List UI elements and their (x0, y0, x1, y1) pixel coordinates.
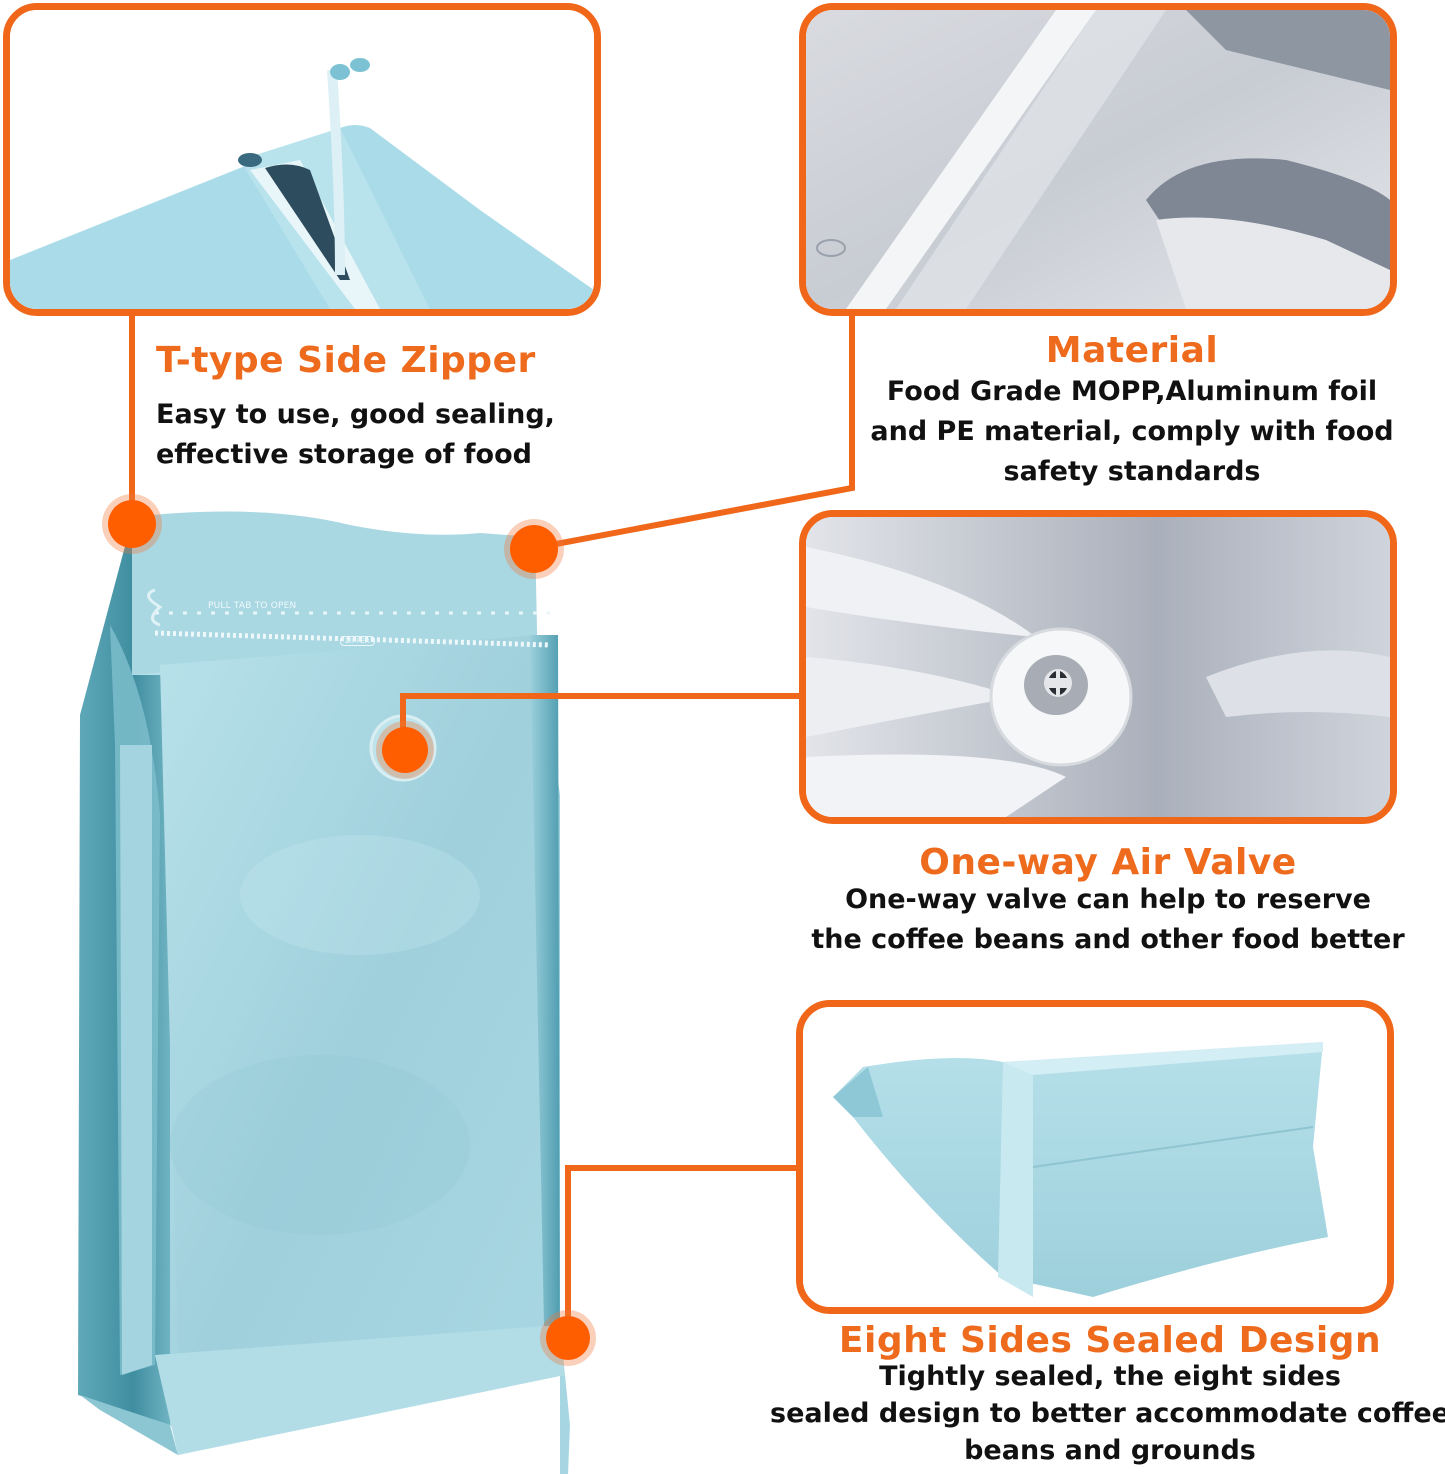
feature-desc-line: sealed design to better accommodate coff… (770, 1398, 1445, 1429)
hotspot-valve[interactable] (382, 727, 428, 773)
feature-desc-line: One-way valve can help to reserve (845, 884, 1371, 915)
feature-title-sealed: Eight Sides Sealed Design (838, 1320, 1382, 1361)
material-detail-image (806, 10, 1390, 309)
valve-detail-image (806, 517, 1390, 817)
feature-desc-sealed: Tightly sealed, the eight sides sealed d… (760, 1358, 1445, 1469)
hotspot-sealed[interactable] (546, 1316, 590, 1360)
feature-desc-line: Food Grade MOPP,Aluminum foil (886, 376, 1378, 407)
feature-title-zipper: T-type Side Zipper (156, 340, 536, 381)
feature-desc-material: Food Grade MOPP,Aluminum foil and PE mat… (832, 372, 1432, 492)
feature-desc-line: Easy to use, good sealing, (156, 399, 555, 430)
feature-desc-line: safety standards (1003, 456, 1261, 487)
hotspot-material[interactable] (510, 525, 558, 573)
feature-title-material: Material (1045, 330, 1219, 371)
zipper-brand-label: ZIPPER (340, 636, 375, 646)
hotspot-zipper[interactable] (108, 500, 156, 548)
feature-desc-valve: One-way valve can help to reserve the co… (808, 880, 1408, 960)
feature-title-valve: One-way Air Valve (919, 842, 1297, 883)
feature-desc-line: effective storage of food (156, 439, 532, 470)
feature-desc-zipper: Easy to use, good sealing, effective sto… (156, 395, 555, 475)
feature-desc-line: the coffee beans and other food better (811, 924, 1405, 955)
coffee-bag-illustration: PULL TAB TO OPEN ZIPPER (60, 495, 620, 1474)
sealed-detail-image (803, 1007, 1387, 1307)
valve-detail-panel (799, 510, 1397, 824)
sealed-detail-panel (796, 1000, 1394, 1314)
feature-desc-line: and PE material, comply with food (870, 416, 1394, 447)
zipper-detail-panel (3, 3, 601, 316)
material-detail-panel (799, 3, 1397, 316)
feature-desc-line: beans and grounds (964, 1435, 1256, 1466)
zipper-detail-image (10, 10, 594, 309)
feature-desc-line: Tightly sealed, the eight sides (879, 1361, 1341, 1392)
zipper-print-text: PULL TAB TO OPEN (208, 601, 297, 611)
